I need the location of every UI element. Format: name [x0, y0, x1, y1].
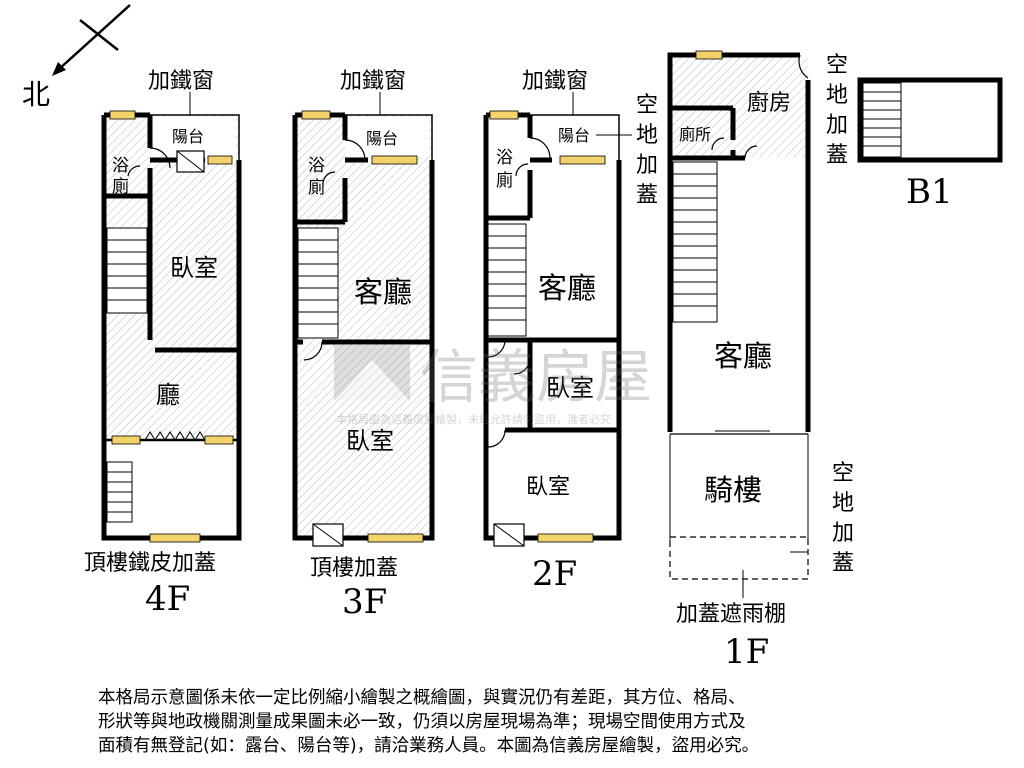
bedroom-label-2f-a: 臥室 [546, 374, 594, 402]
level-label-3f: 3F [342, 582, 387, 622]
side-note-2f-3: 加 [636, 153, 658, 178]
north-arrow: 北 [22, 4, 131, 111]
bath-label-2f-b: 廁 [496, 170, 513, 191]
floor-b1: B1 [857, 77, 1003, 212]
north-label: 北 [22, 78, 50, 111]
disclaimer-text: 本格局示意圖係未依一定比例縮小繪製之概繪圖，與實況仍有差距，其方位、格局、 形狀… [98, 686, 958, 758]
kitchen-label-1f: 廚房 [747, 91, 791, 116]
balcony-label-4f: 陽台 [172, 127, 204, 146]
living-label-3f: 客廳 [354, 275, 412, 309]
bedroom-label-4f: 臥室 [170, 254, 218, 282]
disclaimer-line-2: 形狀等與地政機關測量成果圖未必一致，仍須以房屋現場為準；現場空間使用方式及 [98, 712, 746, 732]
arcade-label-1f: 騎樓 [704, 473, 762, 507]
top-note-1f-1: 空 [826, 53, 848, 78]
side-note-1f-1: 空 [832, 461, 854, 486]
bedroom-label-2f-b: 臥室 [526, 475, 570, 500]
side-note-2f-4: 蓋 [636, 183, 658, 208]
side-note-1f-2: 地 [832, 491, 854, 516]
floor-plan-svg: 北 [22, 4, 1003, 672]
bath-label-2f-a: 浴 [496, 148, 513, 168]
iron-window-label-2f: 加鐵窗 [522, 69, 588, 94]
living-label-1f: 客廳 [714, 339, 772, 373]
caption-3f: 頂樓加蓋 [310, 556, 398, 581]
top-note-1f-4: 蓋 [826, 143, 848, 168]
bath-label-4f-a: 浴 [112, 156, 129, 176]
bath-label-3f-a: 浴 [308, 156, 325, 176]
balcony-label-2f: 陽台 [558, 126, 590, 145]
level-label-1f: 1F [724, 632, 769, 672]
brand-logo [334, 345, 410, 401]
iron-window-label-3f: 加鐵窗 [340, 69, 406, 94]
floor-3f: 加鐵窗 陽台 浴 廁 客廳 臥室 頂樓加蓋 3F [292, 69, 435, 622]
side-note-2f-1: 空 [636, 93, 658, 118]
side-note-1f-4: 蓋 [832, 551, 854, 576]
side-note-2f-2: 地 [636, 123, 658, 148]
level-label-b1: B1 [906, 172, 953, 212]
toilet-label-1f: 廁所 [679, 125, 711, 144]
level-label-4f: 4F [145, 579, 190, 619]
iron-window-label-4f: 加鐵窗 [148, 69, 214, 94]
floor-2f: 加鐵窗 陽台 浴 廁 客廳 臥室 臥室 空 地 加 蓋 2F [483, 69, 658, 594]
balcony-label-3f: 陽台 [366, 129, 398, 148]
bedroom-label-3f: 臥室 [346, 427, 394, 455]
bath-label-4f-b: 廁 [112, 176, 129, 197]
floor-1f: 廚房 廁所 客廳 騎樓 空 地 加 蓋 空 地 加 蓋 加蓋遮雨棚 1F [667, 50, 854, 672]
disclaimer-line-3: 面積有無登記(如：露台、陽台等)，請洽業務人員。本圖為信義房屋繪製，盜用必究。 [98, 736, 760, 756]
disclaimer-line-1: 本格局示意圖係未依一定比例縮小繪製之概繪圖，與實況仍有差距，其方位、格局、 [98, 688, 746, 708]
top-note-1f-3: 加 [826, 113, 848, 138]
watermark-brand: 信義房屋 [420, 343, 652, 411]
level-label-2f: 2F [532, 554, 577, 594]
top-note-1f-2: 地 [826, 83, 848, 108]
caption-4f: 頂樓鐵皮加蓋 [84, 551, 216, 576]
floor-4f: 加鐵窗 陽台 浴 廁 臥室 廳 頂樓鐵皮加蓋 4F [84, 69, 242, 619]
brand-watermark: 信義房屋 本格局圖為信義房屋繪製，未經允許請勿盜用，違者必究 [334, 343, 652, 426]
hall-label-4f: 廳 [156, 381, 180, 409]
watermark-notice: 本格局圖為信義房屋繪製，未經允許請勿盜用，違者必究 [336, 412, 611, 426]
canopy-label-1f: 加蓋遮雨棚 [676, 602, 786, 627]
side-note-1f-3: 加 [832, 521, 854, 546]
living-label-2f: 客廳 [538, 271, 596, 305]
bath-label-3f-b: 廁 [308, 177, 325, 198]
